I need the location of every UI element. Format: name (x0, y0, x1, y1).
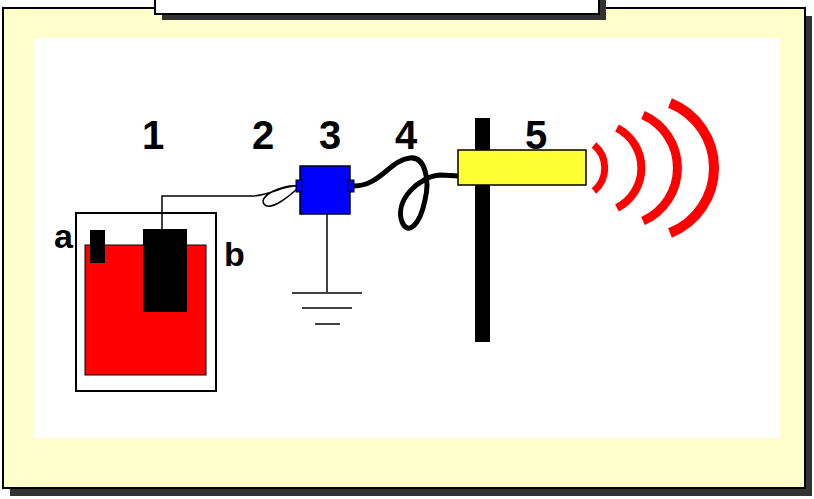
callout-number: 1 (142, 115, 164, 155)
electrode-a (90, 230, 105, 263)
junction-box (300, 166, 350, 214)
ground-wire (326, 214, 328, 292)
thin-cable (162, 186, 300, 229)
electrode-label: a (54, 219, 73, 253)
ground-symbol (315, 323, 340, 325)
panel-shadow (10, 16, 812, 496)
electrode-b (143, 229, 187, 312)
radio-wave (670, 103, 714, 233)
radio-wave (643, 115, 677, 221)
connector-right (348, 180, 354, 192)
ground-symbol (302, 307, 352, 309)
antenna (458, 150, 586, 185)
radio-wave (594, 145, 605, 191)
callout-number: 2 (252, 115, 274, 155)
yellow-panel (3, 8, 805, 488)
callout-number: 3 (319, 115, 341, 155)
callout-number: 5 (525, 115, 547, 155)
ground-symbol (292, 292, 362, 294)
header-bar (155, 0, 599, 14)
inner-panel (34, 38, 780, 438)
coax-cable (354, 158, 458, 228)
electrode-label: b (224, 237, 245, 271)
connector-left (296, 180, 302, 192)
callout-number: 4 (395, 115, 417, 155)
container (76, 213, 216, 391)
radio-wave (617, 128, 641, 208)
